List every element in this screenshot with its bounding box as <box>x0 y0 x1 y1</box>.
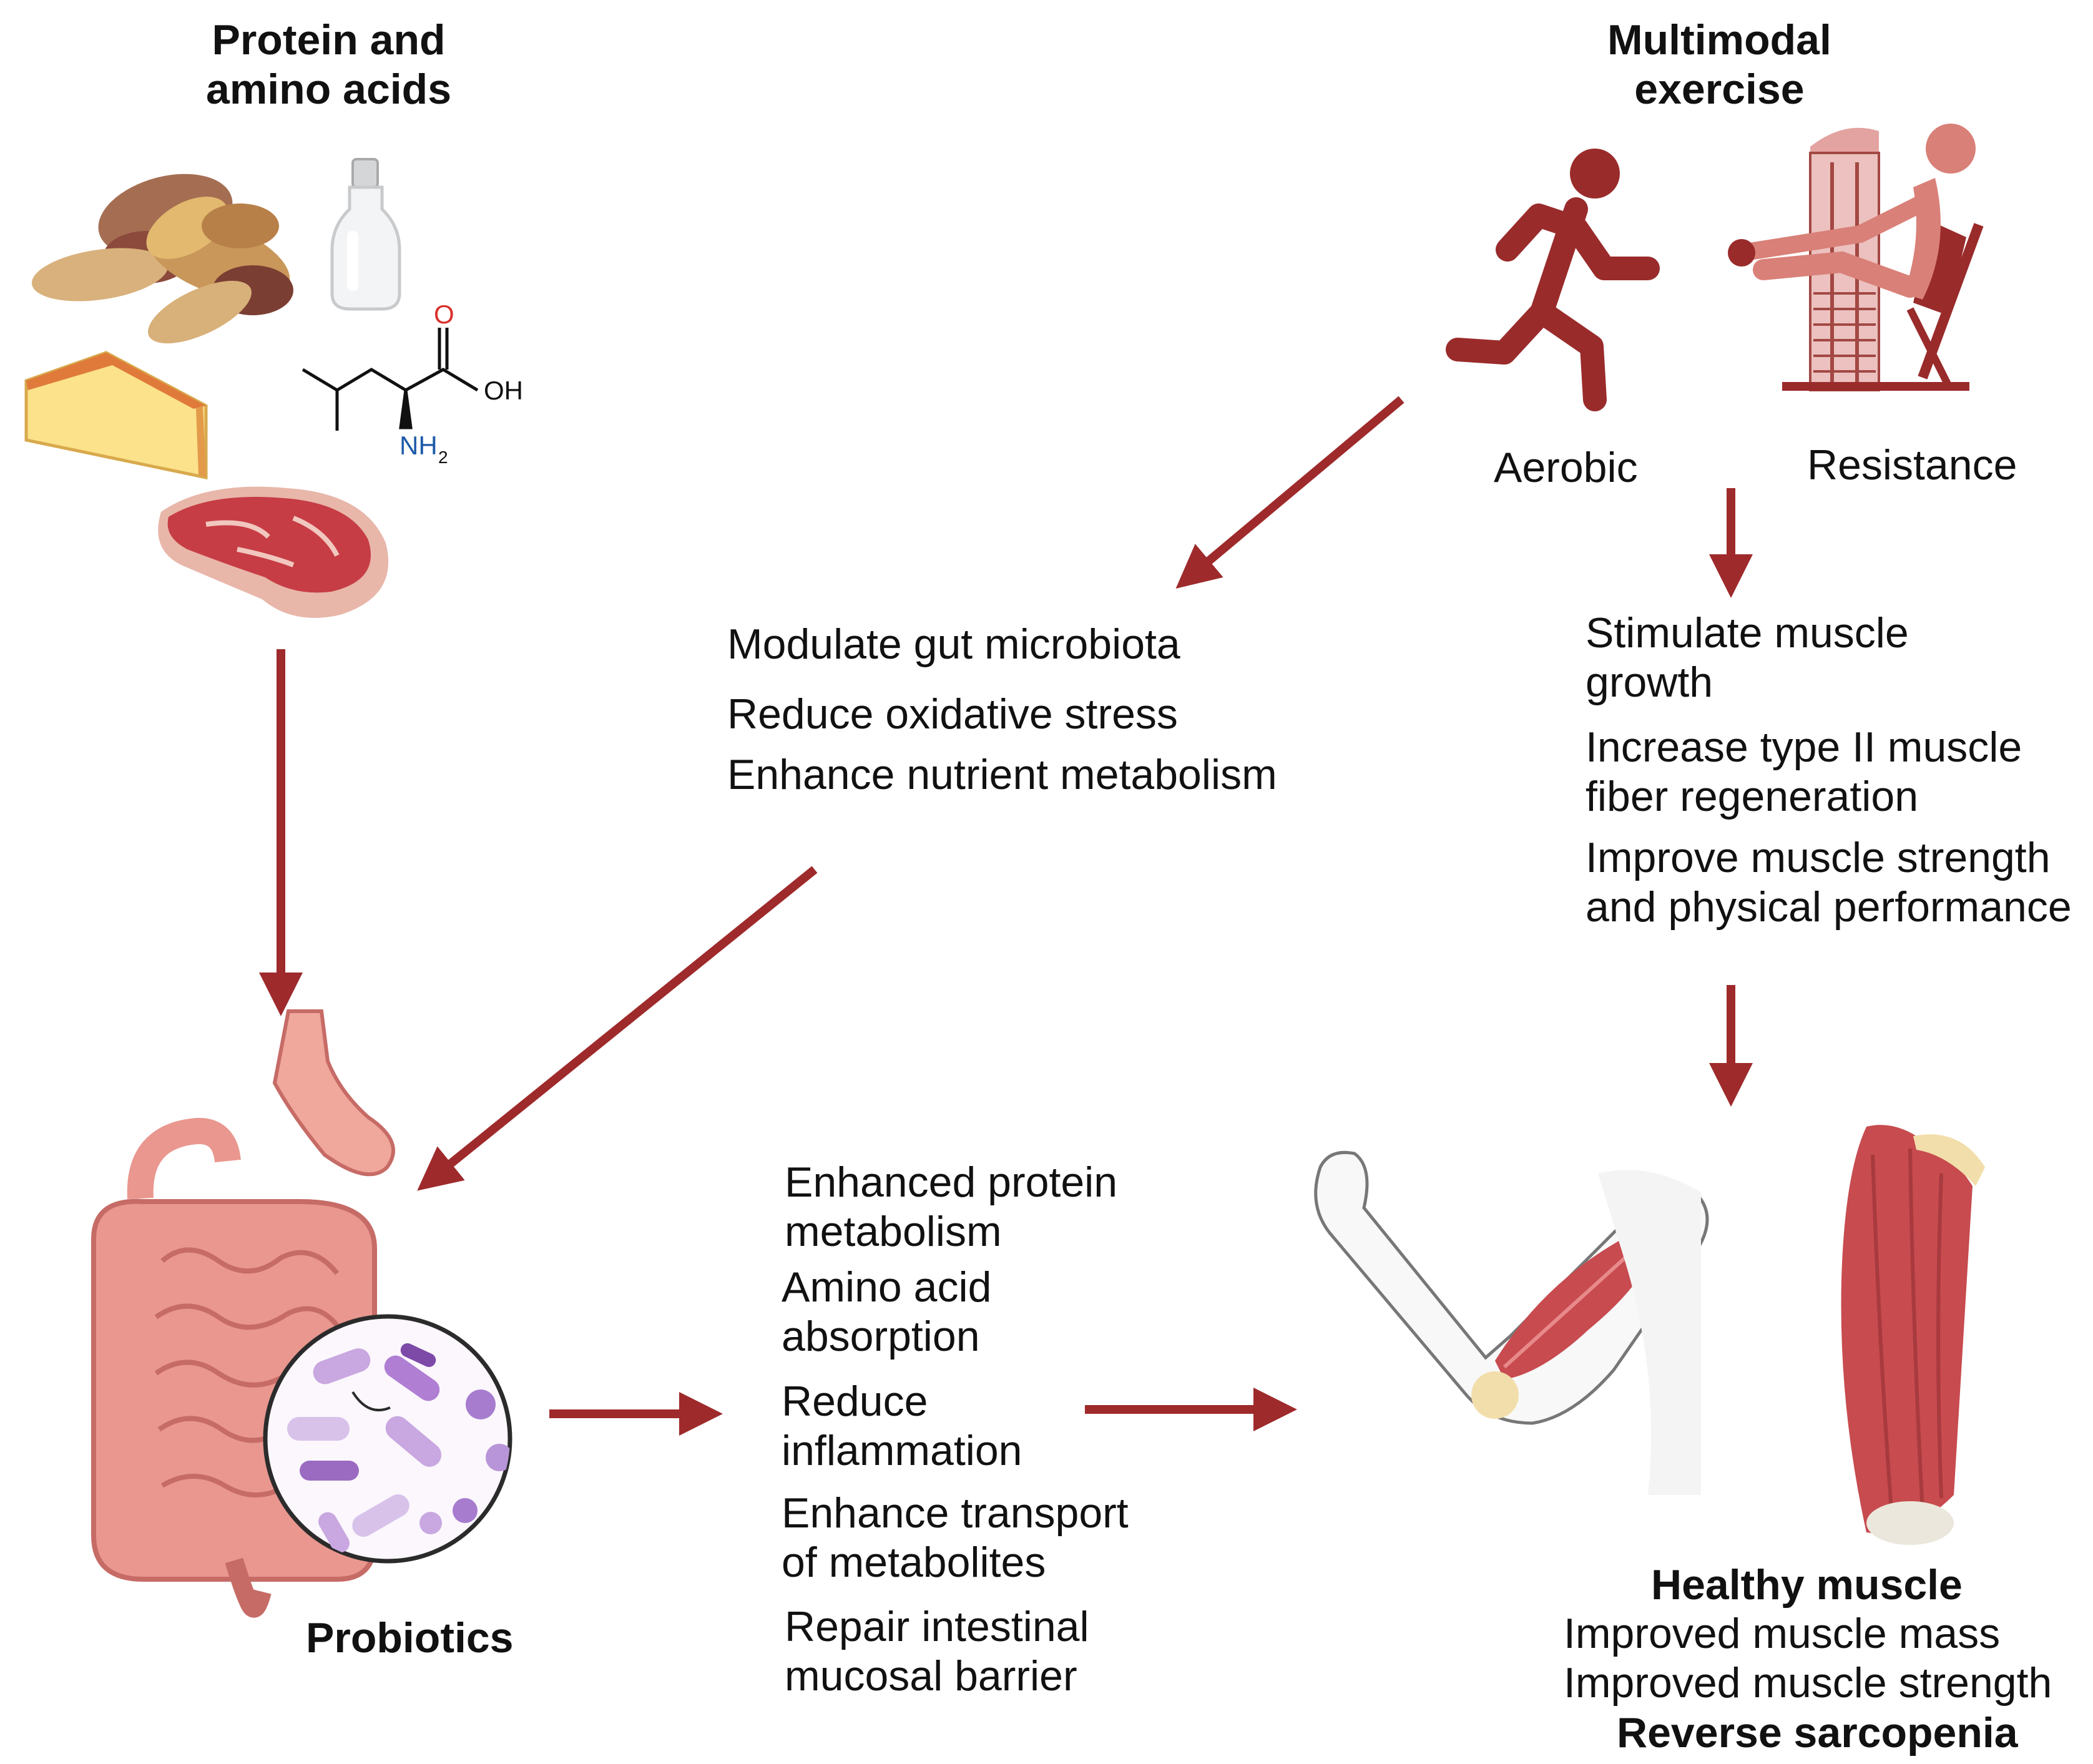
outcome-mass: Improved muscle mass <box>1564 1610 2001 1657</box>
gut-effect-3: Enhance nutrient metabolism <box>727 751 1277 798</box>
cheese-icon <box>24 351 208 480</box>
gut-effect-2: Reduce oxidative stress <box>727 690 1178 738</box>
leg-press-machine-icon <box>1728 124 1984 391</box>
peanuts-icon <box>31 174 293 344</box>
molecule-oh: OH <box>484 376 523 405</box>
aerobic-label: Aerobic <box>1494 444 1638 491</box>
probiotic-effect-5: Repair intestinal mucosal barrier <box>785 1603 1089 1700</box>
probiotic-effect-2: Amino acid absorption <box>782 1263 992 1360</box>
probiotics-label: Probiotics <box>306 1614 514 1662</box>
steak-icon <box>158 486 389 618</box>
muscle-effect-1: Stimulate muscle growth <box>1586 609 1909 706</box>
arm-muscle-icon <box>1314 1150 1709 1495</box>
arrow-gut-effects-to-probiotics <box>417 866 818 1191</box>
runner-icon <box>1446 149 1660 411</box>
thigh-muscle-icon <box>1841 1125 1985 1545</box>
resistance-label: Resistance <box>1807 441 2017 489</box>
gut-effect-1: Modulate gut microbiota <box>727 620 1180 668</box>
probiotic-effect-3: Reduce inflammation <box>782 1378 1022 1474</box>
leucine-molecule-icon <box>301 328 479 431</box>
molecule-nh-subscript: 2 <box>438 448 448 467</box>
molecule-nh: NH <box>399 431 438 460</box>
muscle-effect-2: Increase type II muscle fiber regenerati… <box>1586 723 2022 820</box>
outcome-title: Healthy muscle <box>1651 1561 1963 1609</box>
outcome-strength: Improved muscle strength <box>1564 1659 2052 1707</box>
nutrition-title: Protein and amino acids <box>206 16 452 113</box>
probiotic-effect-1: Enhanced protein metabolism <box>785 1159 1118 1255</box>
microbes-circle-icon <box>263 1314 512 1564</box>
milk-bottle-icon <box>330 158 401 311</box>
exercise-title: Multimodal exercise <box>1607 16 1831 113</box>
arrow-exercise-to-gut-effects <box>1175 396 1404 589</box>
outcome-final: Reverse sarcopenia <box>1617 1709 2018 1757</box>
molecule-o: O <box>434 300 454 329</box>
muscle-effect-3: Improve muscle strength and physical per… <box>1586 834 2072 931</box>
probiotic-effect-4: Enhance transport of metabolites <box>782 1489 1129 1586</box>
